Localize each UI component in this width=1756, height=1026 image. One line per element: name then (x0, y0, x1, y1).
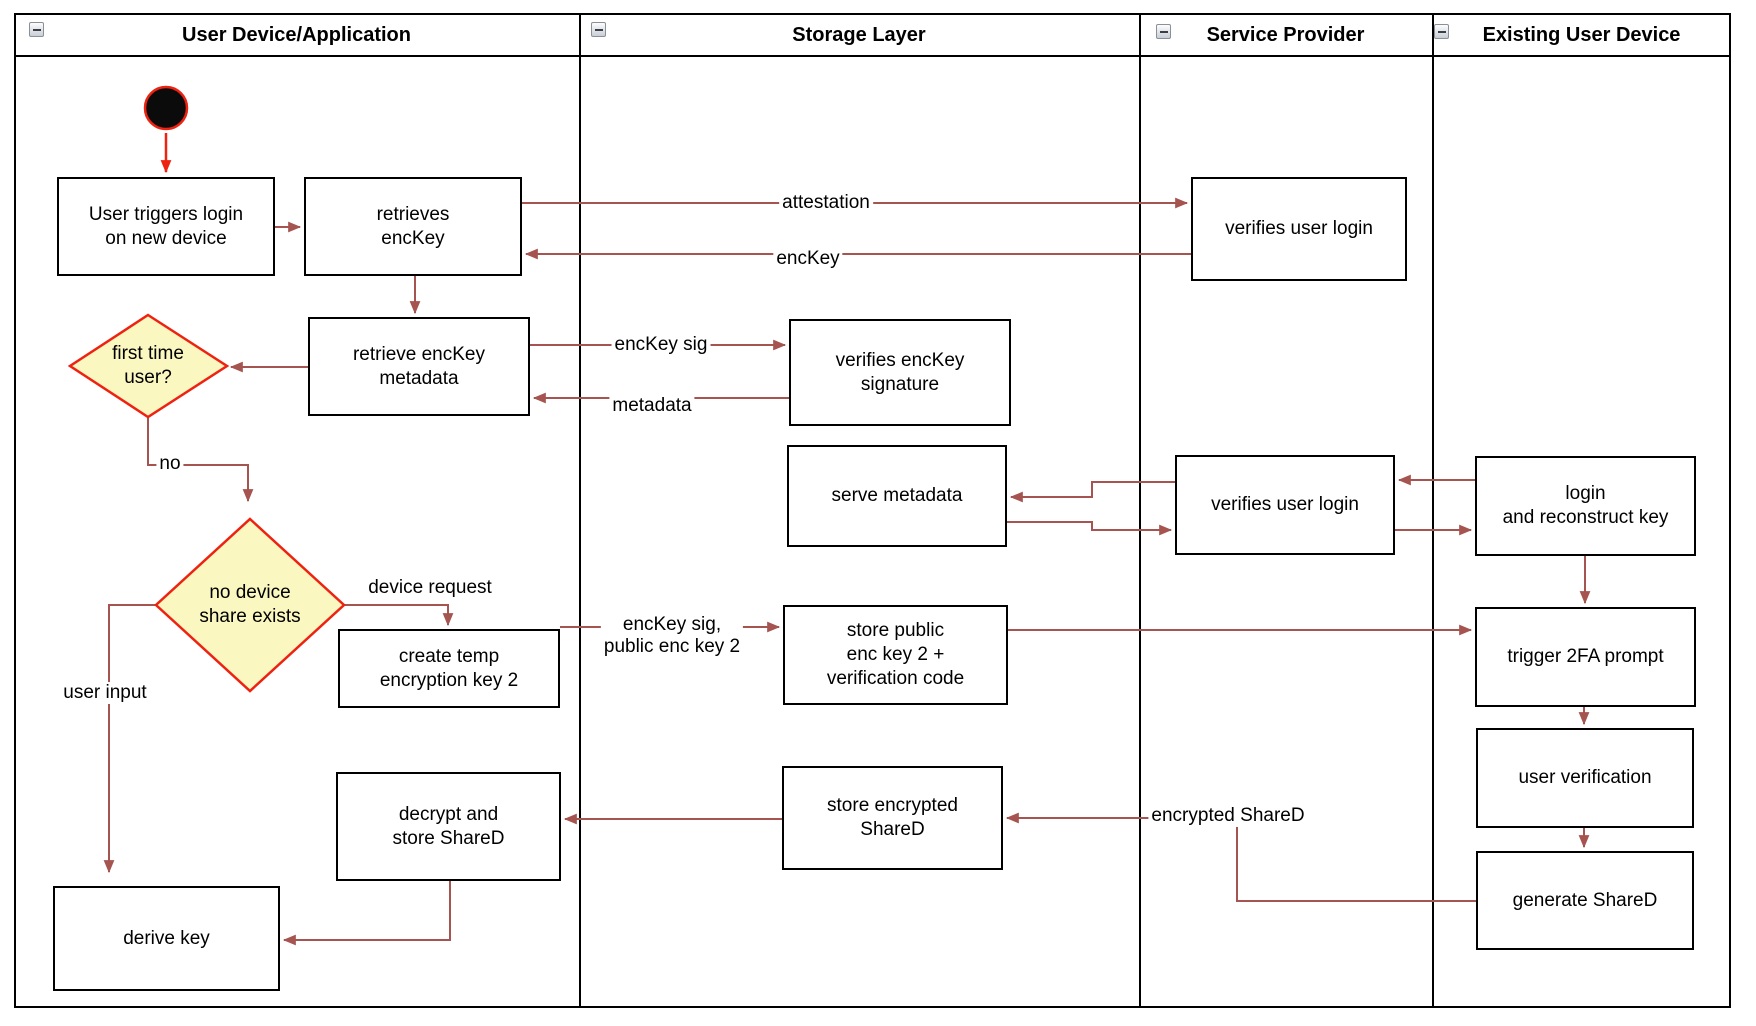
node-login-reconstruct-key[interactable]: login and reconstruct key (1475, 456, 1696, 556)
collapse-icon[interactable] (1156, 24, 1171, 39)
node-generate-shared[interactable]: generate ShareD (1476, 851, 1694, 950)
decision-no-device-share[interactable] (154, 517, 346, 693)
edge-sp-to-serve-metadata[interactable] (1009, 481, 1175, 503)
edge-label-user-input: user input (60, 682, 150, 704)
collapse-icon[interactable] (29, 22, 44, 37)
lane-separator-3 (1432, 13, 1434, 1008)
edge-label-enckey: encKey (773, 248, 843, 270)
edge-label-attestation: attestation (779, 192, 873, 214)
lane-title: User Device/Application (182, 23, 411, 46)
node-user-triggers-login[interactable]: User triggers login on new device (57, 177, 275, 276)
node-retrieves-enckey[interactable]: retrieves encKey (304, 177, 522, 276)
node-derive-key[interactable]: derive key (53, 886, 280, 991)
edge-label-device-request: device request (368, 577, 492, 598)
node-decrypt-store-shared[interactable]: decrypt and store ShareD (336, 772, 561, 881)
node-trigger-2fa[interactable]: trigger 2FA prompt (1475, 607, 1696, 707)
header-separator (14, 55, 1731, 57)
edge-device-request[interactable] (344, 604, 454, 627)
node-store-encrypted-shared[interactable]: store encrypted ShareD (782, 766, 1003, 870)
decision-first-time-user[interactable] (67, 313, 230, 419)
node-store-public-key[interactable]: store public enc key 2 + verification co… (783, 605, 1008, 705)
lane-header-existing-device[interactable]: Existing User Device (1432, 13, 1731, 57)
node-serve-metadata[interactable]: serve metadata (787, 445, 1007, 547)
edge-encrypted-shared[interactable] (1005, 812, 1476, 902)
decision-label-first-time-user: first time user? (112, 343, 184, 388)
lane-title: Existing User Device (1482, 23, 1681, 46)
node-retrieve-enckey-metadata[interactable]: retrieve encKey metadata (308, 317, 530, 416)
lane-title: Service Provider (1206, 23, 1365, 46)
edge-serve-metadata-to-sp[interactable] (1007, 521, 1173, 536)
lane-separator-1 (579, 13, 581, 1008)
start-node[interactable] (143, 85, 189, 131)
edge-user-input[interactable] (103, 604, 156, 874)
node-create-temp-key[interactable]: create temp encryption key 2 (338, 629, 560, 708)
edge-label-enckey-sig-pub: encKey sig, public enc key 2 (600, 614, 744, 658)
collapse-icon[interactable] (1434, 24, 1449, 39)
lane-title: Storage Layer (792, 23, 926, 46)
node-verifies-enckey-signature[interactable]: verifies encKey signature (789, 319, 1011, 426)
lane-header-storage-layer[interactable]: Storage Layer (579, 13, 1139, 57)
edge-label-encrypted-shared: encrypted ShareD (1148, 805, 1308, 827)
collapse-icon[interactable] (591, 22, 606, 37)
lane-separator-2 (1139, 13, 1141, 1008)
edge-label-metadata: metadata (609, 395, 695, 417)
lane-header-user-device[interactable]: User Device/Application (14, 13, 579, 57)
lane-header-service-provider[interactable]: Service Provider (1139, 13, 1432, 57)
decision-label-no-device-share: no device share exists (199, 582, 301, 627)
edge-label-no: no (156, 453, 184, 475)
node-verifies-user-login-top[interactable]: verifies user login (1191, 177, 1407, 281)
edge-label-enckey-sig: encKey sig (611, 334, 711, 356)
edge-decrypt-to-derive[interactable] (282, 881, 451, 946)
node-user-verification[interactable]: user verification (1476, 728, 1694, 828)
edge-no-branch[interactable] (147, 417, 254, 503)
node-verifies-user-login-mid[interactable]: verifies user login (1175, 455, 1395, 555)
